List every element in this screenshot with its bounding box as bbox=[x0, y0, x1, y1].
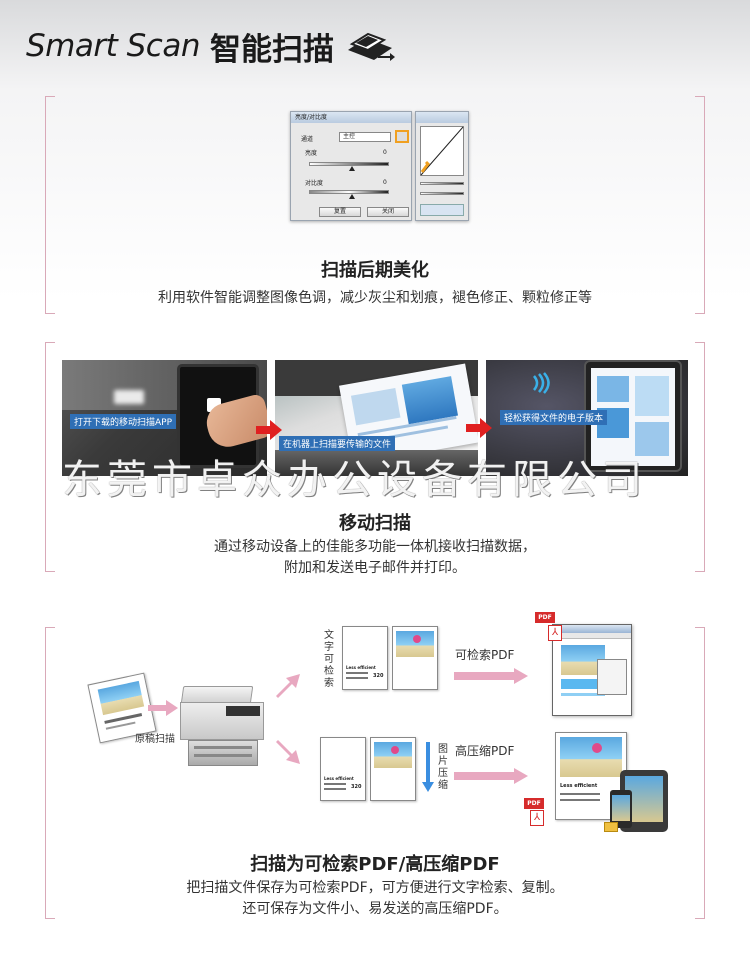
image-compress-vertical-label: 图片压缩 bbox=[438, 744, 448, 791]
header-title-cn: 智能扫描 bbox=[210, 31, 334, 68]
brightness-contrast-dialog: 亮度/对比度 通道 主控 亮度 0 对比度 0 复置 关闭 bbox=[290, 111, 412, 221]
channel-select[interactable]: 主控 bbox=[339, 132, 391, 142]
contrast-label: 对比度 bbox=[305, 180, 324, 187]
header-title-en: Smart Scan bbox=[26, 28, 201, 64]
phone-device bbox=[610, 790, 632, 828]
tone-curve-panel bbox=[415, 111, 469, 221]
pdf-acrobat-icon-1: ⅄ bbox=[548, 625, 562, 641]
section2-bracket-left bbox=[45, 342, 55, 572]
tablet-result-photo: 轻松获得文件的电子版本 bbox=[486, 360, 688, 476]
section3-description-line1: 把扫描文件保存为可检索PDF，可方便进行文字检索、复制。 bbox=[186, 880, 564, 896]
pdf-badge-searchable: PDF bbox=[535, 612, 555, 623]
pdf-badge-compressed: PDF bbox=[524, 798, 544, 809]
wireless-icon bbox=[533, 372, 550, 394]
section3-description-line2: 还可保存为文件小、易发送的高压缩PDF。 bbox=[242, 901, 508, 917]
brightness-value: 0 bbox=[383, 149, 387, 156]
section1-title: 扫描后期美化 bbox=[321, 260, 429, 281]
original-scan-label: 原稿扫描 bbox=[135, 734, 175, 745]
searchable-pdf-window bbox=[552, 624, 632, 716]
printer bbox=[180, 686, 270, 768]
page-header: Smart Scan 智能扫描 bbox=[26, 22, 396, 70]
mobile-app-photo: 打开下载的移动扫描APP bbox=[62, 360, 267, 476]
pink-arrow-to-printer bbox=[148, 700, 178, 716]
section1-bracket-left bbox=[45, 96, 55, 314]
section1-description: 利用软件智能调整图像色调，减少灰尘和划痕，褪色修正、颗粒修正等 bbox=[158, 290, 592, 306]
pink-arrow-up bbox=[276, 674, 300, 698]
doc-heading-text: Less efficient bbox=[346, 665, 376, 670]
section1-bracket-right bbox=[695, 96, 705, 314]
section3-bracket-right bbox=[695, 627, 705, 919]
scanner-icon bbox=[348, 32, 395, 61]
reset-button[interactable]: 复置 bbox=[319, 207, 361, 217]
caption-open-app: 打开下载的移动扫描APP bbox=[70, 414, 177, 429]
tone-curve-graph bbox=[420, 126, 464, 176]
text-document-page-2: Less efficient 320 bbox=[320, 737, 366, 801]
searchable-pdf-label: 可检索PDF bbox=[455, 648, 515, 662]
caption-scan-document: 在机器上扫描要传输的文件 bbox=[279, 436, 396, 451]
company-watermark: 东莞市卓众办公设备有限公司 bbox=[62, 457, 647, 503]
contrast-slider[interactable] bbox=[309, 190, 389, 194]
contrast-value: 0 bbox=[383, 179, 387, 186]
pink-arrow-down bbox=[276, 740, 300, 764]
email-envelope-icon bbox=[604, 822, 618, 832]
pink-arrow-compressed bbox=[454, 772, 514, 780]
tablet-device bbox=[584, 360, 682, 472]
red-arrow-1 bbox=[256, 420, 282, 440]
doc-number-text: 320 bbox=[373, 673, 384, 679]
pdf-acrobat-icon-2: ⅄ bbox=[530, 810, 544, 826]
dialog-title-bar: 亮度/对比度 bbox=[291, 112, 411, 123]
scanner-photo: 在机器上扫描要传输的文件 bbox=[275, 360, 478, 476]
compressed-pdf-label: 高压缩PDF bbox=[455, 744, 515, 758]
brightness-thumb[interactable] bbox=[349, 166, 355, 171]
pink-arrow-searchable bbox=[454, 672, 514, 680]
text-document-page: Less efficient 320 bbox=[342, 626, 388, 690]
section2-description-line2: 附加和发送电子邮件并打印。 bbox=[284, 560, 466, 576]
blue-down-arrow bbox=[422, 742, 434, 792]
channel-label: 通道 bbox=[301, 136, 314, 143]
channel-select-value: 主控 bbox=[343, 133, 356, 140]
image-document-page bbox=[392, 626, 438, 690]
section3-title: 扫描为可检索PDF/高压缩PDF bbox=[250, 854, 500, 875]
brightness-label: 亮度 bbox=[305, 150, 318, 157]
contrast-thumb[interactable] bbox=[349, 194, 355, 199]
section3-bracket-left bbox=[45, 627, 55, 919]
red-arrow-2 bbox=[466, 418, 492, 438]
section2-title: 移动扫描 bbox=[339, 513, 411, 534]
section2-description-line1: 通过移动设备上的佳能多功能一体机接收扫描数据， bbox=[214, 539, 536, 555]
text-searchable-vertical-label: 文字可检索 bbox=[324, 630, 334, 689]
auto-button-highlight[interactable] bbox=[395, 130, 409, 143]
caption-get-digital-file: 轻松获得文件的电子版本 bbox=[500, 410, 608, 425]
section2-bracket-right bbox=[695, 342, 705, 572]
brightness-slider[interactable] bbox=[309, 162, 389, 166]
image-document-page-2 bbox=[370, 737, 416, 801]
close-button[interactable]: 关闭 bbox=[367, 207, 409, 217]
